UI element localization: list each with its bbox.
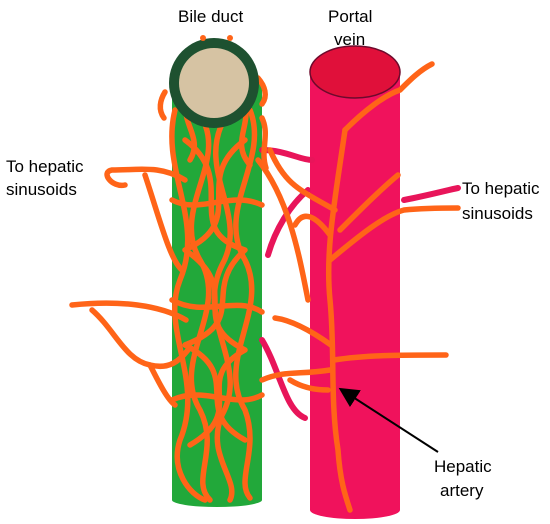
- portal-vein: [309, 45, 401, 519]
- right-sinusoids-label-line2: sinusoids: [462, 204, 533, 223]
- portal-vein-body: [310, 72, 400, 510]
- bile-duct-top: [169, 35, 259, 128]
- hepatic-artery-plexus: [69, 61, 461, 513]
- bile-duct-lumen: [179, 48, 249, 118]
- bile-duct-dot-2: [227, 35, 233, 41]
- portal-vein-label-line2: vein: [334, 30, 365, 49]
- portal-vein-bottom: [310, 501, 400, 519]
- hepatic-artery-label-line2: artery: [440, 481, 484, 500]
- portal-vein-opening: [309, 45, 401, 99]
- left-sinusoids-label-line2: sinusoids: [6, 180, 77, 199]
- portal-vein-label-line1: Portal: [328, 7, 372, 26]
- hepatic-artery-label-line1: Hepatic: [434, 457, 492, 476]
- hepatic-artery-arrow: [338, 387, 439, 453]
- right-sinusoids-label-line1: To hepatic: [462, 179, 540, 198]
- bile-duct-label: Bile duct: [178, 7, 243, 26]
- left-sinusoids-label-line1: To hepatic: [6, 157, 84, 176]
- bile-duct-dot-1: [200, 35, 206, 41]
